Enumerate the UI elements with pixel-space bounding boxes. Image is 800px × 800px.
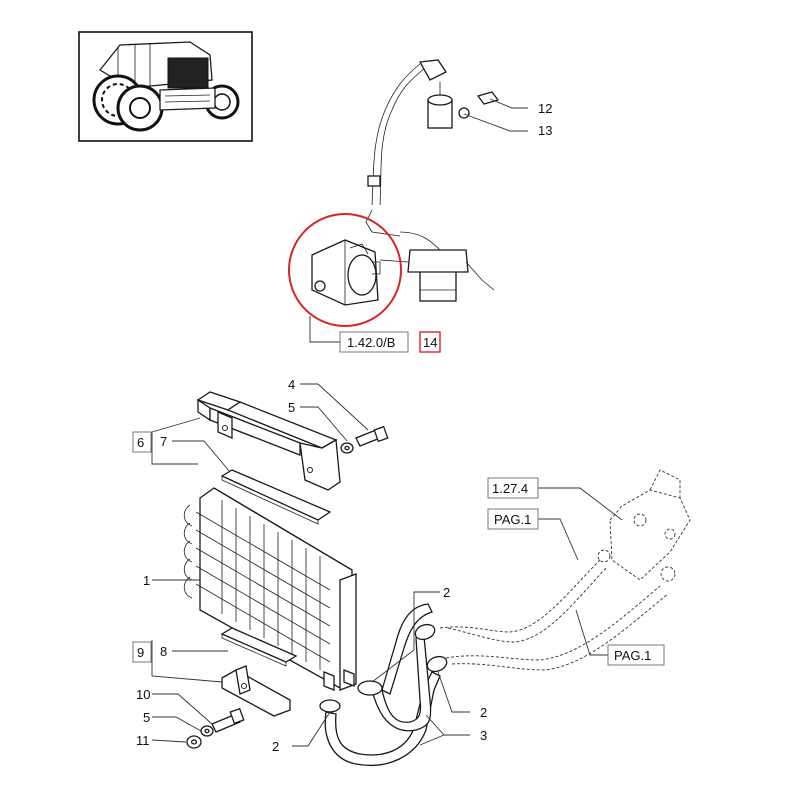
ref-1-27-4[interactable]: 1.27.4 — [492, 481, 528, 496]
callout-13: 13 — [538, 123, 552, 138]
callout-14[interactable]: 14 — [423, 335, 437, 350]
pad-8 — [220, 627, 298, 663]
callout-9: 9 — [137, 645, 144, 660]
callout-7: 7 — [160, 434, 167, 449]
upper-assembly — [311, 59, 500, 306]
callout-10: 10 — [136, 687, 150, 702]
ref-1-42-0-b[interactable]: 1.42.0/B — [347, 335, 395, 350]
callout-5-lower: 5 — [143, 710, 150, 725]
callout-11: 11 — [136, 733, 150, 748]
bracket-9 — [221, 669, 291, 717]
pad-7 — [220, 469, 332, 521]
ref-pag-1-top[interactable]: PAG.1 — [494, 512, 531, 527]
callout-2-right: 2 — [480, 705, 487, 720]
ref-pag-1-right[interactable]: PAG.1 — [614, 648, 651, 663]
callout-12: 12 — [538, 101, 552, 116]
radiator-1 — [183, 487, 357, 691]
tractor-thumbnail — [78, 31, 253, 142]
callout-3: 3 — [480, 728, 487, 743]
tractor-icon — [92, 41, 240, 132]
callout-4: 4 — [288, 377, 295, 392]
callout-5-upper: 5 — [288, 400, 295, 415]
bracket-6 — [196, 391, 341, 491]
highlight-circle — [288, 213, 402, 327]
callout-8: 8 — [160, 644, 167, 659]
callout-6: 6 — [137, 435, 144, 450]
callout-2-bottom: 2 — [272, 739, 279, 754]
callout-1: 1 — [143, 573, 150, 588]
callout-2-top: 2 — [443, 585, 450, 600]
